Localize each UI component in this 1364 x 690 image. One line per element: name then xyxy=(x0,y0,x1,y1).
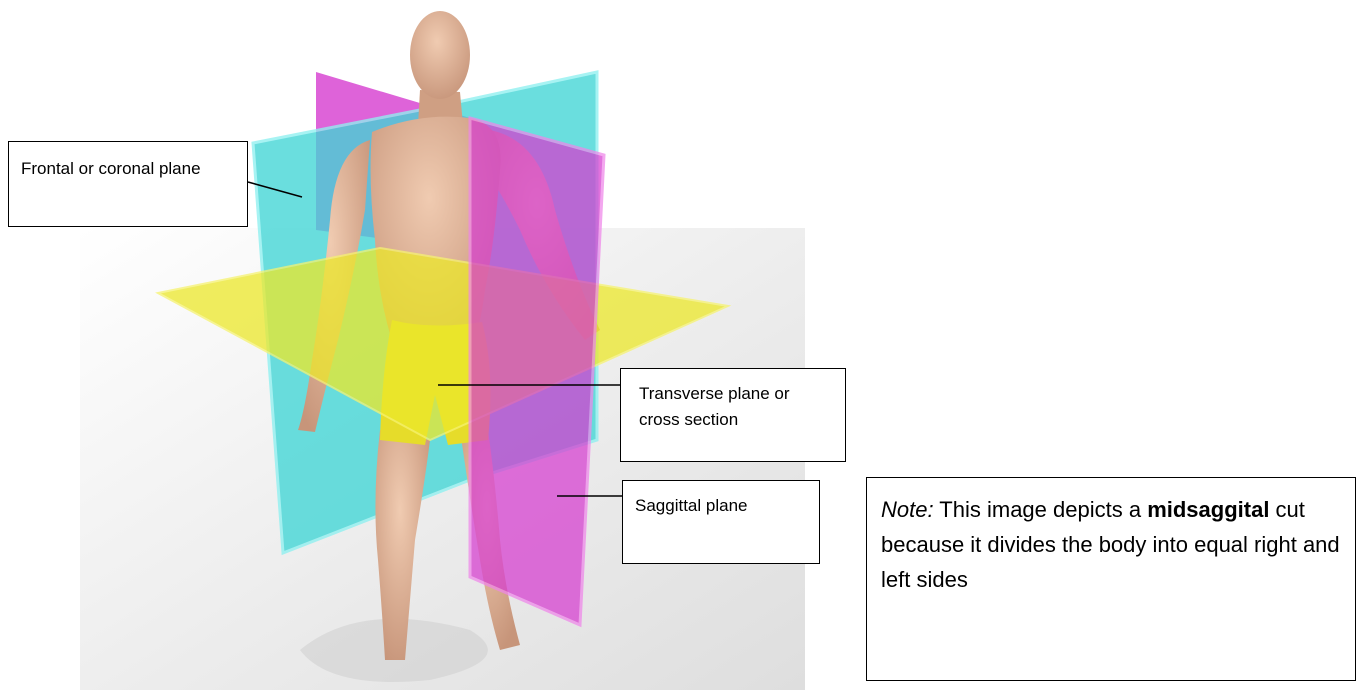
sagittal-plane-label-text: Saggittal plane xyxy=(635,496,747,515)
frontal-plane-label: Frontal or coronal plane xyxy=(8,141,248,227)
frontal-plane-label-text: Frontal or coronal plane xyxy=(21,159,201,178)
transverse-plane-label-text: Transverse plane or cross section xyxy=(639,384,790,429)
note-bold-term: midsaggital xyxy=(1147,497,1269,522)
transverse-plane-label: Transverse plane or cross section xyxy=(620,368,846,462)
note-box: Note: This image depicts a midsaggital c… xyxy=(866,477,1356,681)
sagittal-plane-label: Saggittal plane xyxy=(622,480,820,564)
note-text-before: This image depicts a xyxy=(934,497,1148,522)
note-prefix: Note: xyxy=(881,497,934,522)
sagittal-plane-front xyxy=(470,118,604,625)
